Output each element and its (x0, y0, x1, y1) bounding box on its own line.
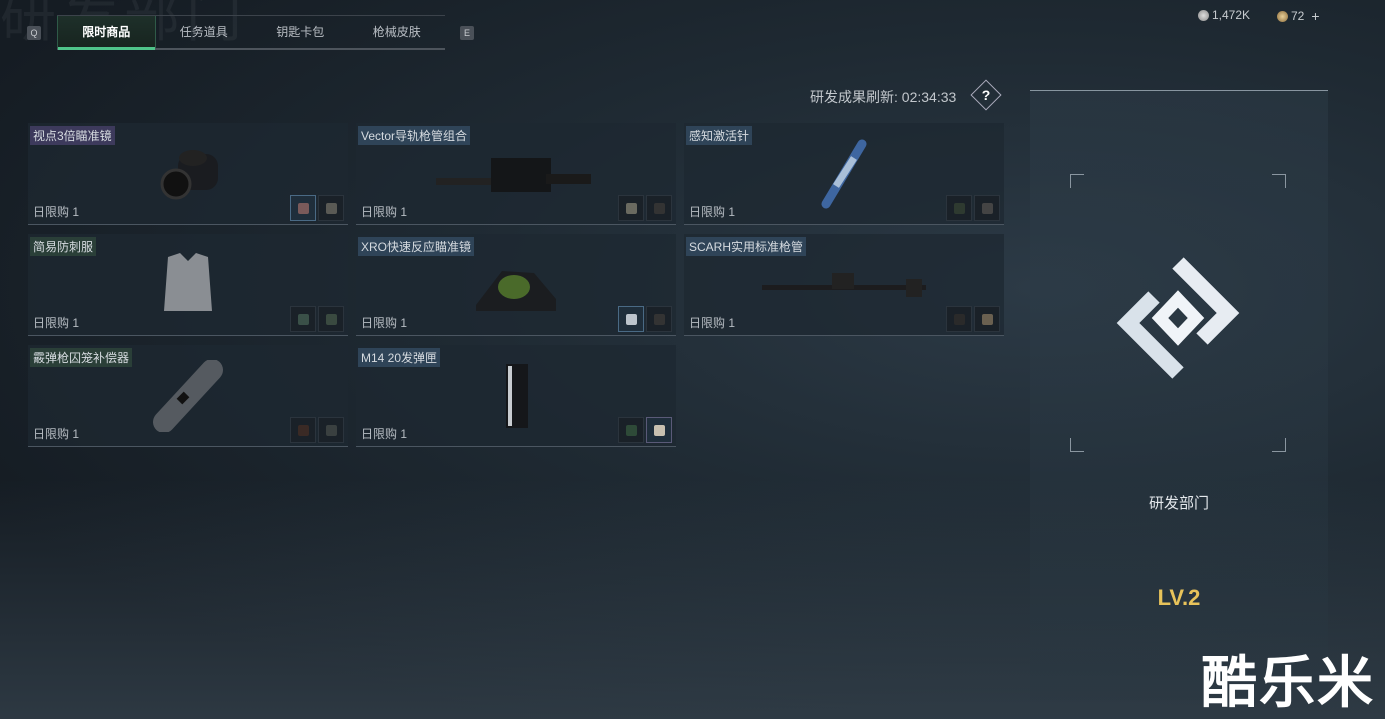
barrel-image (762, 272, 926, 297)
next-tab-key[interactable]: E (460, 26, 474, 40)
department-panel: 研发部门 LV.2 (1030, 90, 1328, 700)
daily-limit: 日限购 1 (361, 427, 408, 441)
department-level: LV.2 (1157, 585, 1201, 610)
silver-currency: 1,472K (1198, 8, 1250, 22)
material-slot[interactable] (946, 306, 972, 332)
daily-limit: 日限购 1 (33, 205, 80, 219)
help-button[interactable]: ? (970, 79, 1002, 111)
frame-corner (1272, 174, 1286, 188)
frame-corner (1070, 438, 1084, 452)
item-card[interactable]: 视点3倍瞄准镜 日限购 1 (28, 123, 348, 225)
magazine-image (506, 363, 528, 428)
material-slot[interactable] (290, 306, 316, 332)
refresh-timer: 研发成果刷新: 02:34:33 (810, 89, 957, 105)
item-name: 霰弹枪囚笼补偿器 (30, 348, 133, 367)
material-slot[interactable] (974, 195, 1000, 221)
material-slot[interactable] (646, 306, 672, 332)
item-name: SCARH实用标准枪管 (686, 237, 807, 256)
department-name: 研发部门 (1148, 495, 1209, 512)
material-slot[interactable] (646, 195, 672, 221)
tab-key-cards[interactable]: 钥匙卡包 (276, 25, 325, 39)
silver-coin-icon (1198, 9, 1209, 21)
question-icon: ? (981, 87, 991, 103)
material-slot[interactable] (618, 417, 644, 443)
rail-barrel-image (436, 157, 591, 192)
panel-divider (1030, 90, 1328, 91)
item-card[interactable]: 感知激活针 日限购 1 (684, 123, 1004, 225)
material-slot[interactable] (974, 306, 1000, 332)
item-card[interactable]: XRO快速反应瞄准镜 日限购 1 (356, 234, 676, 336)
daily-limit: 日限购 1 (33, 316, 80, 330)
item-card[interactable]: SCARH实用标准枪管 日限购 1 (684, 234, 1004, 336)
tab-bar: 限时商品 任务道具 钥匙卡包 枪械皮肤 (57, 15, 445, 50)
gold-currency: 72 + (1277, 8, 1320, 24)
material-slot[interactable] (646, 417, 672, 443)
frame-corner (1272, 438, 1286, 452)
daily-limit: 日限购 1 (361, 316, 408, 330)
gold-coin-icon (1277, 10, 1288, 22)
tab-limited-items[interactable]: 限时商品 (57, 16, 156, 50)
daily-limit: 日限购 1 (33, 427, 80, 441)
item-card[interactable]: 霰弹枪囚笼补偿器 日限购 1 (28, 345, 348, 447)
research-department-logo-icon (1116, 257, 1240, 379)
material-slot[interactable] (318, 417, 344, 443)
frame-corner (1070, 174, 1084, 188)
prev-tab-key[interactable]: Q (27, 26, 41, 40)
item-name: M14 20发弹匣 (358, 348, 441, 367)
material-slot[interactable] (290, 195, 316, 221)
material-slot[interactable] (618, 306, 644, 332)
muzzle-compensator-image (153, 359, 223, 432)
item-name: 视点3倍瞄准镜 (30, 126, 115, 145)
item-card[interactable]: M14 20发弹匣 日限购 1 (356, 345, 676, 447)
item-name: 简易防刺服 (30, 237, 97, 256)
daily-limit: 日限购 1 (689, 205, 736, 219)
gold-amount: 72 (1291, 9, 1305, 23)
injector-image (821, 139, 867, 208)
red-dot-sight-image (476, 270, 556, 311)
scope-image (160, 149, 218, 199)
material-slot[interactable] (618, 195, 644, 221)
add-gold-button[interactable]: + (1311, 8, 1320, 24)
site-watermark: 酷乐米 (1201, 651, 1375, 714)
material-slot[interactable] (946, 195, 972, 221)
item-card[interactable]: 简易防刺服 日限购 1 (28, 234, 348, 336)
silver-amount: 1,472K (1212, 8, 1251, 22)
item-card[interactable]: Vector导轨枪管组合 日限购 1 (356, 123, 676, 225)
material-slot[interactable] (318, 306, 344, 332)
daily-limit: 日限购 1 (689, 316, 736, 330)
daily-limit: 日限购 1 (361, 205, 408, 219)
tab-task-items[interactable]: 任务道具 (179, 25, 228, 39)
item-name: XRO快速反应瞄准镜 (358, 237, 475, 256)
material-slot[interactable] (318, 195, 344, 221)
material-slot[interactable] (290, 417, 316, 443)
stab-vest-image (164, 252, 212, 311)
item-name: 感知激活针 (686, 126, 753, 145)
item-name: Vector导轨枪管组合 (358, 126, 471, 145)
tab-gun-skins[interactable]: 枪械皮肤 (372, 25, 421, 39)
